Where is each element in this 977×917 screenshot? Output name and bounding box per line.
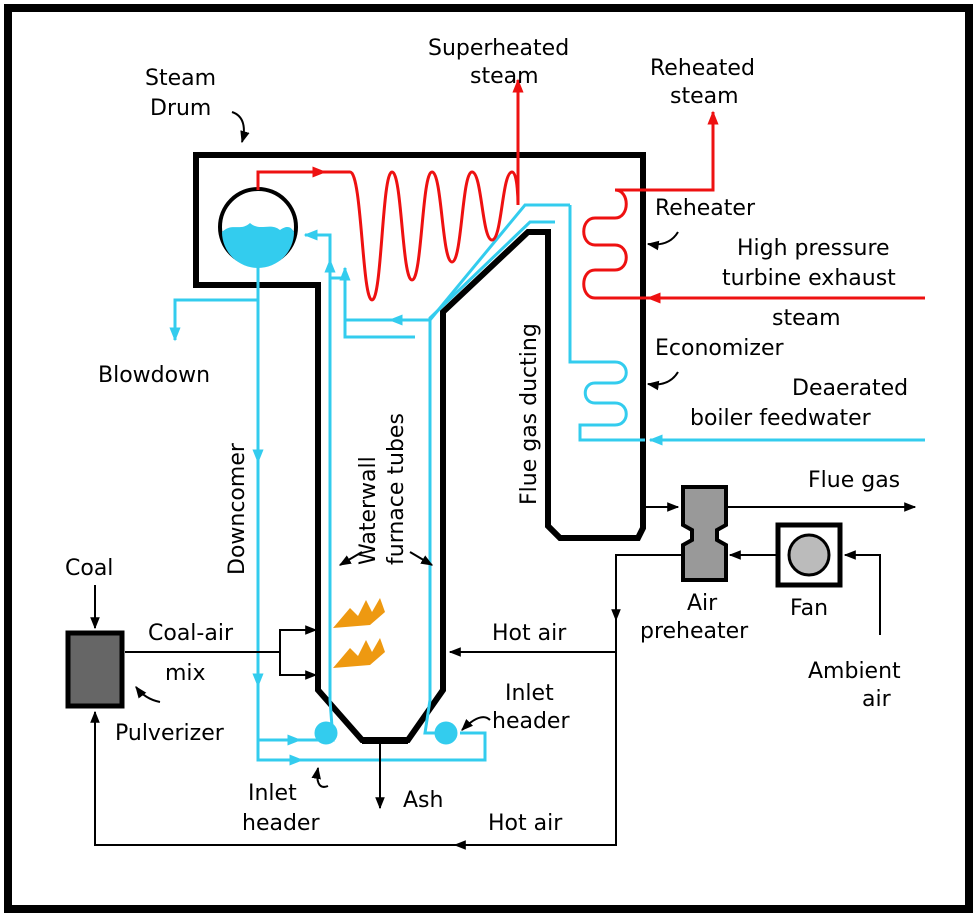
- air-preheater-label: preheater: [640, 619, 749, 644]
- pulverizer: [65, 630, 125, 709]
- pulverizer-pointer: [135, 686, 161, 703]
- steam-drum-pointer: [231, 111, 250, 144]
- blowdown-label: Blowdown: [98, 363, 210, 388]
- reheater-label: Reheater: [655, 196, 756, 221]
- coal-label: Coal: [65, 556, 113, 581]
- pulverizer-label: Pulverizer: [115, 721, 225, 746]
- inlet-header-right-pointer: [461, 716, 491, 731]
- outer-frame: [4, 4, 973, 913]
- reheater-coil: [582, 115, 925, 300]
- ambient-air-label: Ambient: [808, 659, 901, 684]
- reheated-label: Reheated: [650, 56, 755, 81]
- roof-tube: [345, 203, 570, 322]
- hp-exhaust-label: turbine exhaust: [722, 266, 896, 291]
- fan-icon: [775, 522, 843, 588]
- boiler-casing: [193, 152, 646, 743]
- economizer-coil: [568, 205, 645, 442]
- ash-label: Ash: [403, 788, 443, 813]
- coal-air-branch-top: [279, 625, 318, 652]
- ambient-air-line: [843, 550, 881, 635]
- inlet-header-left-label: Inlet: [248, 781, 297, 806]
- steam-drum: [218, 187, 298, 268]
- inlet-header-right: [434, 721, 458, 745]
- reheater-pointer: [646, 231, 679, 251]
- air-preheater: [681, 485, 728, 582]
- hot-air-label: Hot air: [492, 621, 567, 646]
- flue-gas-ducting-label: Flue gas ducting: [517, 323, 542, 505]
- inlet-header-right-label: header: [492, 709, 570, 734]
- flame-icon: [333, 598, 385, 628]
- hp-exhaust-label: steam: [772, 306, 841, 331]
- hot-air-from-preheater: [611, 554, 683, 622]
- steam-drum-label: Drum: [150, 96, 211, 121]
- ambient-air-label: air: [862, 687, 892, 712]
- inlet-header-right-label: Inlet: [505, 681, 554, 706]
- header-right-loop: [258, 731, 487, 762]
- steam-drum-label: Steam: [145, 66, 216, 91]
- waterwall-label: furnace tubes: [384, 413, 409, 565]
- reheated-label: steam: [670, 84, 739, 109]
- flame-icon: [333, 638, 385, 668]
- waterwall-left-pointer: [338, 551, 363, 566]
- blowdown-line: [169, 298, 258, 342]
- hot-air-line: [460, 620, 617, 846]
- waterwall-right-tube: [423, 220, 555, 735]
- coal-air-branch-bottom: [279, 652, 318, 680]
- hot-air-label: Hot air: [488, 811, 563, 836]
- downcomer-label: Downcomer: [225, 442, 250, 575]
- waterwall-label: Waterwall: [356, 456, 381, 565]
- superheated-label: Superheated: [428, 36, 569, 61]
- flue-gas-label: Flue gas: [808, 468, 900, 493]
- coal-air-label: Coal-air: [148, 621, 234, 646]
- feedwater-label: Deaerated: [792, 376, 908, 401]
- inlet-header-left-pointer: [311, 766, 329, 788]
- economizer-pointer: [646, 371, 679, 391]
- hot-air-to-pulverizer: [90, 710, 460, 846]
- hp-exhaust-label: High pressure: [737, 236, 890, 261]
- inlet-header-left: [314, 721, 338, 745]
- coal-air-label: mix: [165, 661, 206, 686]
- feedwater-label: boiler feedwater: [690, 406, 872, 431]
- waterwall-riser-b: [303, 229, 332, 270]
- fan-label: Fan: [790, 596, 828, 621]
- superheater-coil: [256, 80, 520, 302]
- superheated-label: steam: [470, 64, 539, 89]
- inlet-header-left-label: header: [242, 811, 320, 836]
- air-preheater-label: Air: [687, 591, 718, 616]
- waterwall-right-pointer: [409, 551, 434, 566]
- ash-hopper: [362, 738, 408, 744]
- economizer-label: Economizer: [655, 336, 784, 361]
